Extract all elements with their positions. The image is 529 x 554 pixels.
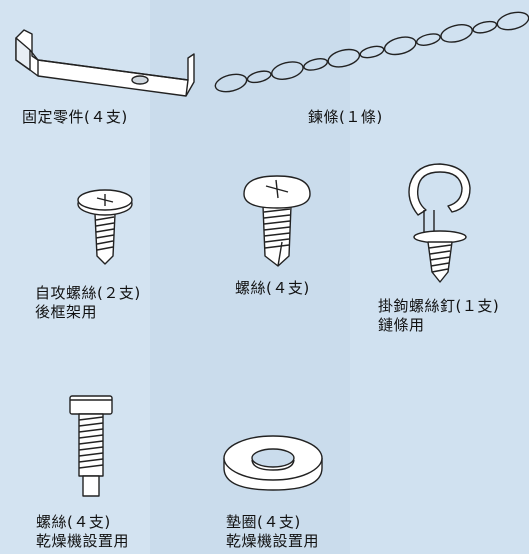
chain-link — [472, 19, 498, 35]
chain-illustration — [205, 5, 529, 100]
chain-link — [439, 22, 474, 45]
long-screw-label: 螺絲(４支) 乾燥機設置用 — [36, 513, 129, 551]
chain-link — [496, 9, 529, 32]
chain-link — [246, 69, 272, 85]
label-line: 螺絲(４支) — [235, 279, 310, 297]
label-line: 掛鉤螺絲釘(１支) — [378, 297, 500, 315]
label-line: 乾燥機設置用 — [36, 532, 130, 550]
washer-label: 墊圈(４支) 乾燥機設置用 — [226, 513, 319, 551]
label-line: 鏈條用 — [378, 316, 425, 334]
hook-screw-label: 掛鉤螺絲釘(１支) 鏈條用 — [378, 297, 499, 335]
screw-illustration — [238, 170, 316, 270]
chain-link — [270, 59, 305, 82]
chain-link — [214, 71, 249, 94]
background-band — [0, 0, 150, 554]
tapping-screw-label: 自攻螺絲(２支) 後框架用 — [35, 284, 141, 322]
label-line: 後框架用 — [35, 303, 98, 321]
chain-label: 鍊條(１條) — [308, 108, 383, 127]
label-line: 固定零件(４支) — [22, 108, 128, 126]
label-line: 自攻螺絲(２支) — [35, 284, 141, 302]
hook-screw-illustration — [400, 160, 480, 285]
bracket-illustration — [8, 20, 198, 110]
chain-link — [326, 47, 361, 70]
washer-illustration — [220, 430, 326, 496]
label-line: 乾燥機設置用 — [226, 532, 320, 550]
screw-label: 螺絲(４支) — [235, 279, 310, 298]
label-line: 鍊條(１條) — [308, 108, 383, 126]
label-line: 螺絲(４支) — [36, 513, 111, 531]
chain-link — [359, 44, 385, 60]
chain-link — [383, 34, 418, 57]
tapping-screw-illustration — [75, 186, 135, 266]
bracket-label: 固定零件(４支) — [22, 108, 128, 127]
chain-link — [303, 57, 329, 73]
label-line: 墊圈(４支) — [226, 513, 301, 531]
chain-link — [416, 32, 442, 48]
long-screw-illustration — [64, 392, 118, 502]
